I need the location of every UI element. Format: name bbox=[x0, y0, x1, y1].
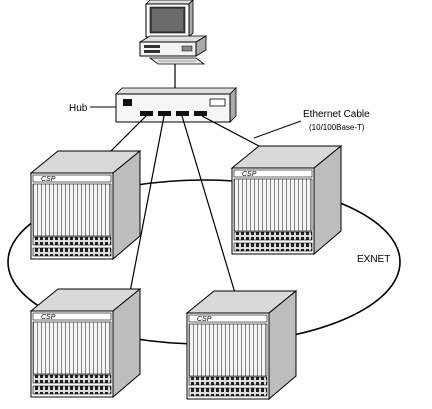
chassis-icon: CSP bbox=[231, 145, 342, 255]
chassis-icon: CSP bbox=[186, 290, 297, 400]
chassis-brand: CSP bbox=[41, 176, 56, 183]
computer-icon bbox=[138, 0, 208, 65]
exnet-label: EXNET bbox=[357, 254, 390, 265]
chassis-brand: CSP bbox=[242, 171, 257, 178]
ethernet-type-label: (10/100Base-T) bbox=[309, 123, 365, 132]
chassis-icon: CSP bbox=[30, 288, 141, 398]
hub-label: Hub bbox=[69, 103, 88, 114]
cable-to-chassis-2 bbox=[129, 115, 165, 293]
chassis-brand: CSP bbox=[41, 314, 56, 321]
hub-icon bbox=[115, 87, 237, 123]
cable-to-chassis-3 bbox=[181, 115, 236, 294]
chassis-brand: CSP bbox=[197, 316, 212, 323]
chassis-icon: CSP bbox=[30, 150, 141, 260]
ethernet-cable-label: Ethernet Cable bbox=[303, 109, 370, 120]
